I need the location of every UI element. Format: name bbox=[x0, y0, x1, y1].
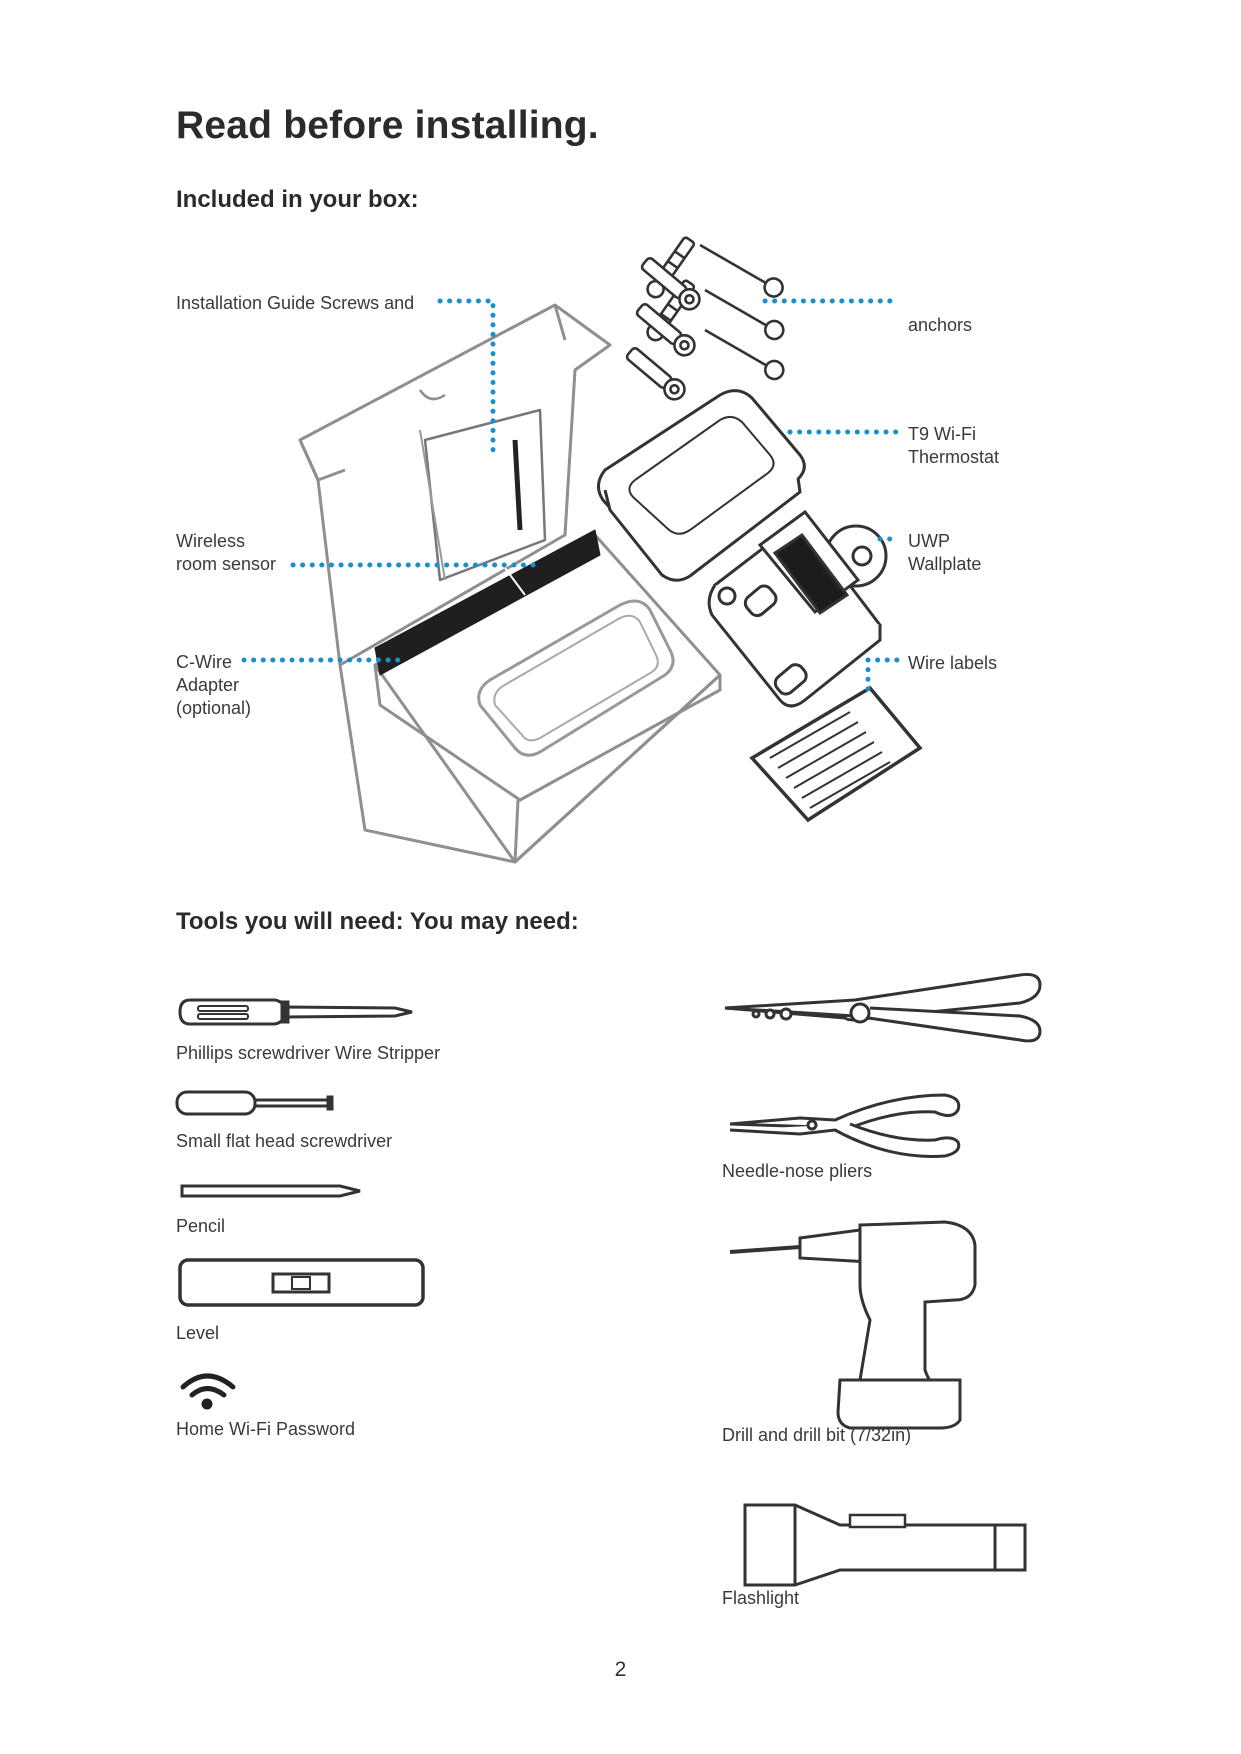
label-wireless-sensor: Wireless room sensor bbox=[176, 530, 276, 576]
label-screws-and-text: Screws and bbox=[320, 293, 414, 313]
label-uwp-line2: Wallplate bbox=[908, 553, 981, 576]
label-cwire-line3: (optional) bbox=[176, 697, 251, 720]
label-cwire-line2: Adapter bbox=[176, 674, 251, 697]
wire-labels-illustration bbox=[752, 688, 920, 820]
box-section-heading: Included in your box: bbox=[176, 186, 419, 214]
label-phillips-wire-stripper: Phillips screwdriver Wire Stripper bbox=[176, 1042, 440, 1065]
label-flat-head: Small flat head screwdriver bbox=[176, 1130, 392, 1153]
label-uwp-line1: UWP bbox=[908, 530, 981, 553]
label-uwp-wallplate: UWP Wallplate bbox=[908, 530, 981, 576]
label-thermostat-line1: T9 Wi-Fi bbox=[908, 423, 999, 446]
pencil-illustration bbox=[182, 1186, 360, 1196]
screws-and-anchors-illustration bbox=[624, 235, 787, 403]
level-illustration bbox=[180, 1260, 423, 1305]
label-installation-guide-text: Installation Guide bbox=[176, 293, 315, 313]
label-wireless-line2: room sensor bbox=[176, 553, 276, 576]
label-wire-labels: Wire labels bbox=[908, 652, 997, 675]
phillips-screwdriver-illustration bbox=[180, 1000, 412, 1024]
page-title: Read before installing. bbox=[176, 104, 599, 148]
label-anchors: anchors bbox=[908, 314, 972, 337]
label-cwire-adapter: C-Wire Adapter (optional) bbox=[176, 651, 251, 720]
label-thermostat: T9 Wi-Fi Thermostat bbox=[908, 423, 999, 469]
drill-illustration bbox=[730, 1222, 975, 1428]
wire-stripper-illustration bbox=[725, 974, 1040, 1041]
label-needle-nose: Needle-nose pliers bbox=[722, 1160, 872, 1183]
label-thermostat-line2: Thermostat bbox=[908, 446, 999, 469]
label-installation-guide: Installation Guide Screws and bbox=[176, 292, 414, 315]
page-number: 2 bbox=[0, 1658, 1241, 1682]
label-level: Level bbox=[176, 1322, 219, 1345]
needle-nose-pliers-illustration bbox=[730, 1095, 959, 1156]
label-wireless-line1: Wireless bbox=[176, 530, 276, 553]
label-pencil: Pencil bbox=[176, 1215, 225, 1238]
label-drill: Drill and drill bit (7/32in) bbox=[722, 1424, 911, 1447]
open-box-illustration bbox=[300, 305, 720, 862]
wifi-icon bbox=[183, 1376, 233, 1407]
tools-section-heading: Tools you will need: You may need: bbox=[176, 908, 579, 936]
label-wifi-password: Home Wi-Fi Password bbox=[176, 1418, 355, 1441]
flat-head-screwdriver-illustration bbox=[177, 1092, 332, 1114]
flashlight-illustration bbox=[745, 1505, 1025, 1585]
label-cwire-line1: C-Wire bbox=[176, 651, 251, 674]
label-flashlight: Flashlight bbox=[722, 1587, 799, 1610]
